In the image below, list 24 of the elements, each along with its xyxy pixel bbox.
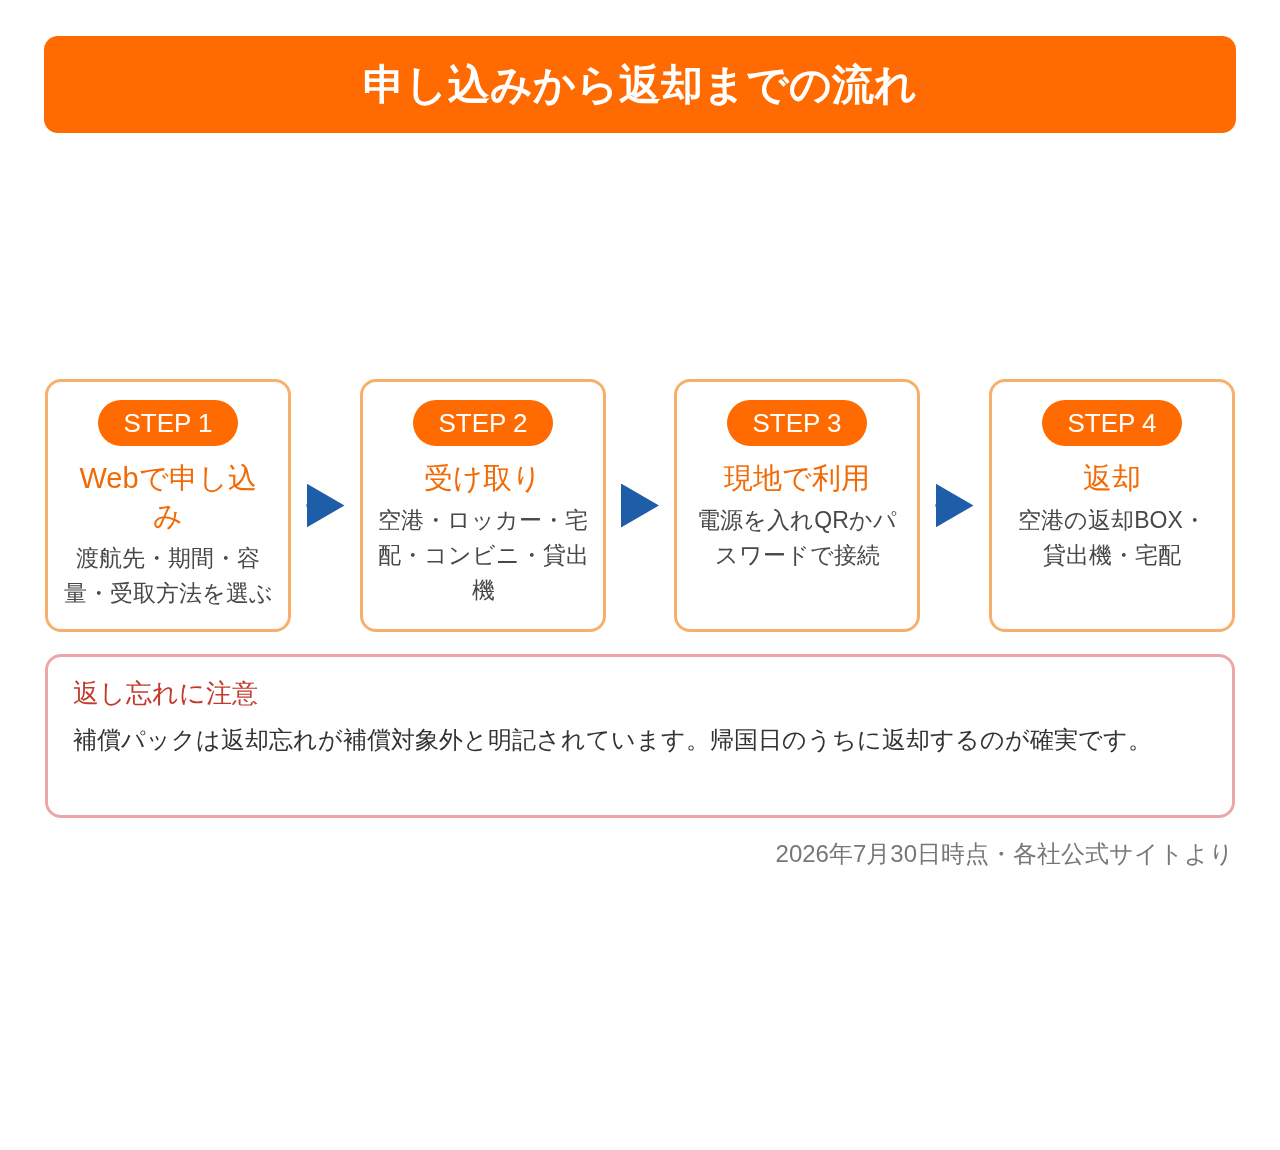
source-note: 2026年7月30日時点・各社公式サイトより xyxy=(775,839,1234,869)
arrow xyxy=(935,483,974,528)
notice-heading: 返し忘れに注意 xyxy=(73,677,259,710)
step-badge: STEP 3 xyxy=(727,400,867,446)
title-banner: 申し込みから返却までの流れ xyxy=(44,36,1236,133)
step-description: 空港の返却BOX・貸出機・宅配 xyxy=(1017,506,1207,570)
step-box xyxy=(989,379,1235,632)
step-description: 渡航先・期間・容量・受取方法を選ぶ xyxy=(62,544,274,608)
step-description: 電源を入れQRかパスワードで接続 xyxy=(696,506,898,570)
step-badge: STEP 4 xyxy=(1042,400,1182,446)
notice-box xyxy=(45,654,1235,818)
step-description: 空港・ロッカー・宅配・コンビニ・貸出機 xyxy=(377,506,589,605)
step-badge: STEP 1 xyxy=(98,400,238,446)
step-box xyxy=(45,379,291,632)
step-heading: Webで申し込み xyxy=(78,461,258,534)
step-box xyxy=(360,379,606,632)
step-heading: 受け取り xyxy=(423,461,543,496)
arrow xyxy=(306,483,345,528)
step-box xyxy=(674,379,920,632)
notice-text: 補償パックは返却忘れが補償対象外と明記されています。帰国日のうちに返却するのが確実です。 xyxy=(73,725,1153,755)
step-heading: 返却 xyxy=(1082,461,1142,496)
step-badge: STEP 2 xyxy=(413,400,553,446)
arrow xyxy=(621,483,659,528)
step-heading: 現地で利用 xyxy=(723,461,871,496)
